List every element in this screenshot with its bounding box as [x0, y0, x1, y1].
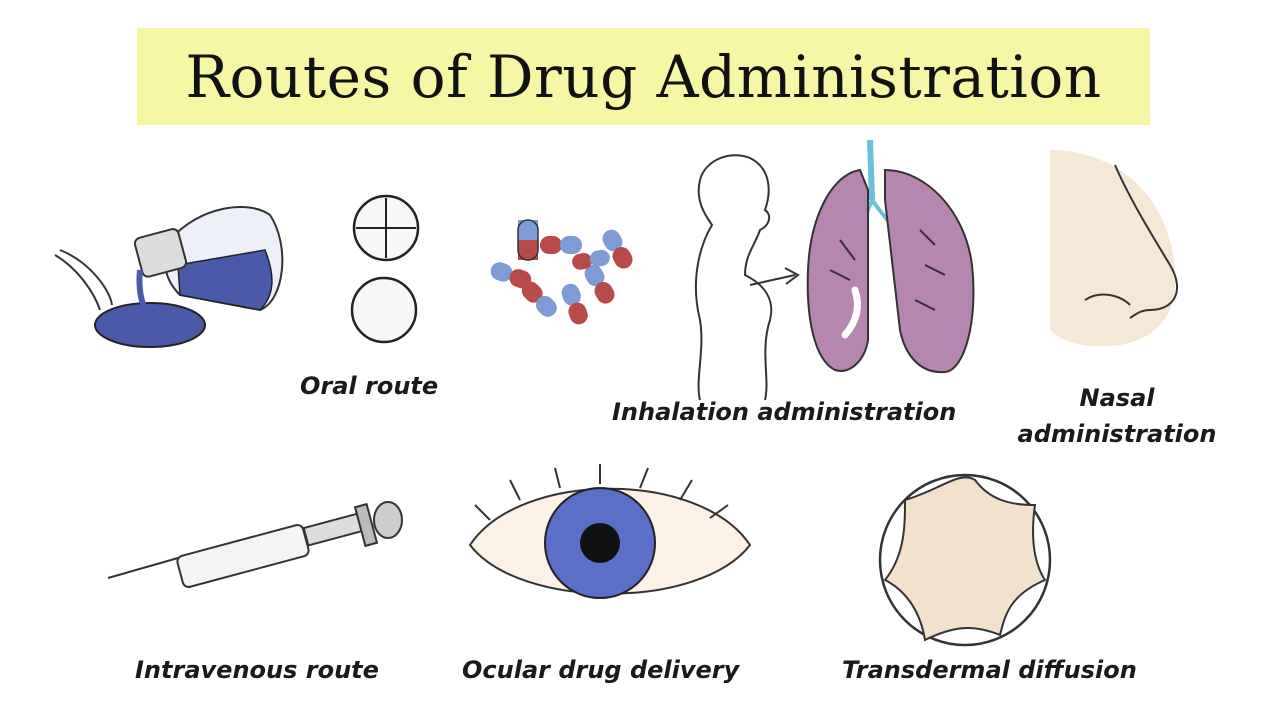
label-nasal-line2: administration — [1017, 420, 1217, 448]
label-nasal-administration: Nasal administration — [1012, 380, 1222, 452]
eye-icon — [468, 464, 752, 599]
label-transdermal-diffusion: Transdermal diffusion — [842, 656, 1137, 684]
label-ocular-drug-delivery: Ocular drug delivery — [462, 656, 740, 684]
syringe-icon — [107, 501, 403, 588]
label-nasal-line1: Nasal — [1079, 384, 1155, 412]
label-inhalation-administration: Inhalation administration — [612, 398, 957, 426]
lungs-icon — [806, 139, 975, 374]
medicine-bottle-icon — [133, 206, 284, 317]
capsule-icon — [490, 219, 633, 325]
tablet-icon — [350, 194, 420, 344]
label-intravenous-route: Intravenous route — [135, 656, 379, 684]
label-oral-route: Oral route — [300, 372, 439, 400]
title-banner: Routes of Drug Administration — [137, 28, 1150, 125]
nose-icon — [1050, 150, 1179, 347]
spoon-icon — [54, 249, 206, 348]
human-silhouette-icon — [694, 154, 800, 401]
skin-patch-icon — [878, 473, 1052, 647]
page-title: Routes of Drug Administration — [185, 42, 1102, 111]
